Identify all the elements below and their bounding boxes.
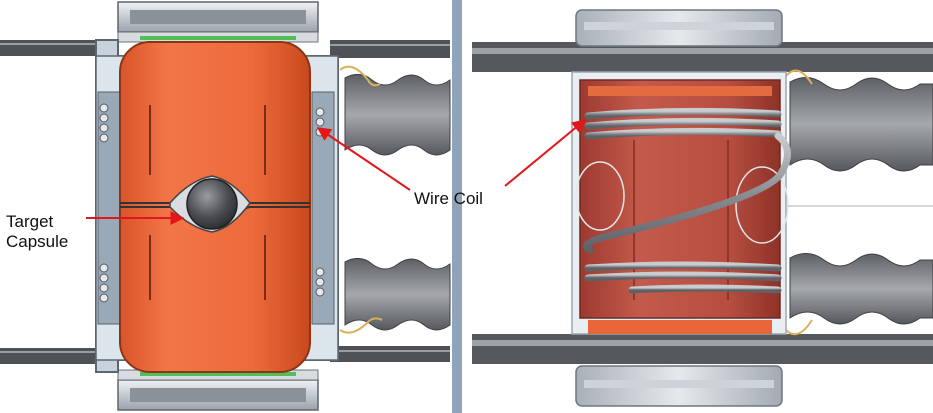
target-capsule-label-line1: Target [6,212,54,231]
target-capsule-label: Target Capsule [6,212,68,252]
arrow-wire-coil-left [316,127,411,191]
right-panel [472,9,933,407]
left-top-ribbon [0,40,450,58]
right-corrugated-upper [789,77,933,172]
left-panel [0,1,451,411]
arrow-wire-coil-right [504,119,587,187]
left-coil-winding [99,103,325,303]
wire-coil-label: Wire Coil [414,189,483,208]
left-bottom-ribbon [0,346,450,364]
right-corrugated-lower [789,253,933,325]
annotation-arrows [86,119,587,225]
wire-coil [583,107,791,294]
target-capsule-label-line2: Capsule [6,232,69,251]
left-corrugated-upper [344,74,451,156]
left-corrugated-lower [344,258,451,331]
target-capsule [186,178,238,230]
panel-divider [452,0,462,413]
